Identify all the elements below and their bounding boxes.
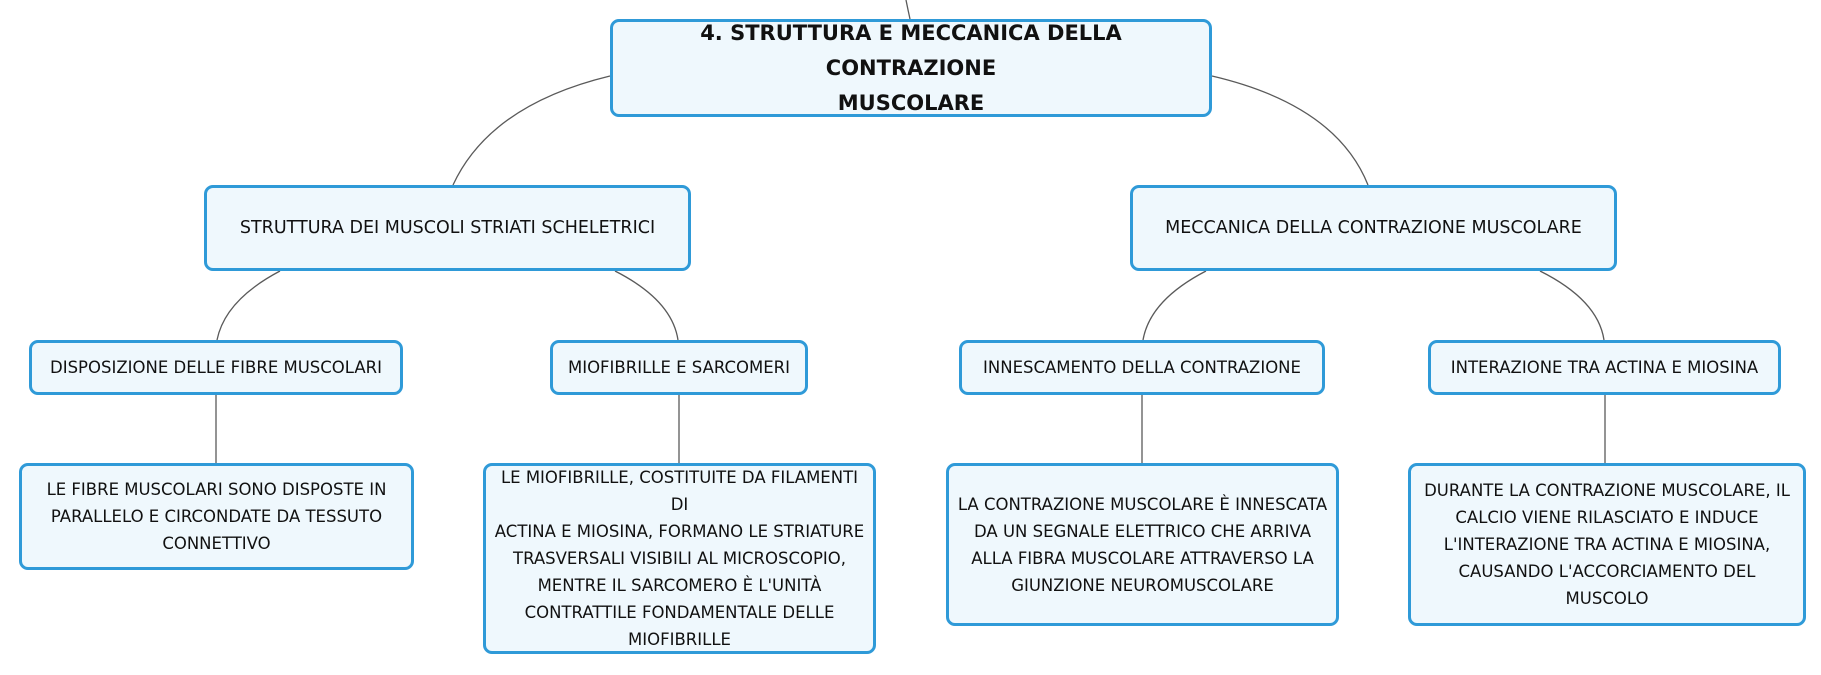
branch-node-struttura[interactable]: STRUTTURA DEI MUSCOLI STRIATI SCHELETRIC…: [204, 185, 691, 271]
detail-line: LA CONTRAZIONE MUSCOLARE È INNESCATA: [957, 494, 1328, 514]
detail-text: LE FIBRE MUSCOLARI SONO DISPOSTE IN PARA…: [47, 476, 387, 557]
detail-line: LE MIOFIBRILLE, COSTITUITE DA FILAMENTI …: [500, 468, 859, 514]
topic-label: INTERAZIONE TRA ACTINA E MIOSINA: [1450, 357, 1759, 377]
root-topic-text: 4. STRUTTURA E MECCANICA DELLA CONTRAZIO…: [619, 16, 1203, 121]
detail-line: GIUNZIONE NEUROMUSCOLARE: [1011, 575, 1274, 595]
detail-line: TRASVERSALI VISIBILI AL MICROSCOPIO,: [513, 549, 846, 568]
connector-root-to-branch-right: [1211, 75, 1369, 186]
detail-line: MENTRE IL SARCOMERO È L'UNITÀ: [537, 576, 822, 595]
detail-node-interazione-actina-miosina[interactable]: DURANTE LA CONTRAZIONE MUSCOLARE, IL CAL…: [1408, 463, 1806, 626]
branch-label: STRUTTURA DEI MUSCOLI STRIATI SCHELETRIC…: [239, 218, 656, 238]
detail-line: DURANTE LA CONTRAZIONE MUSCOLARE, IL: [1424, 481, 1790, 500]
detail-node-miofibrille-sarcomeri[interactable]: LE MIOFIBRILLE, COSTITUITE DA FILAMENTI …: [483, 463, 876, 654]
detail-line: MIOFIBRILLE: [628, 630, 731, 649]
topic-label: DISPOSIZIONE DELLE FIBRE MUSCOLARI: [50, 357, 382, 377]
connector-root-to-branch-left: [452, 75, 611, 186]
connector-branch-right-to-topic-4: [1539, 270, 1605, 341]
connector-branch-right-to-topic-3: [1142, 270, 1207, 341]
detail-line: ALLA FIBRA MUSCOLARE ATTRAVERSO LA: [971, 548, 1314, 568]
detail-line: LE FIBRE MUSCOLARI SONO DISPOSTE IN: [46, 480, 387, 499]
topic-node-interazione-actina-miosina[interactable]: INTERAZIONE TRA ACTINA E MIOSINA: [1428, 340, 1781, 395]
detail-text: DURANTE LA CONTRAZIONE MUSCOLARE, IL CAL…: [1424, 477, 1790, 612]
connector-branch-left-to-topic-2: [614, 270, 679, 341]
topic-label: MIOFIBRILLE E SARCOMERI: [567, 357, 791, 377]
detail-line: ACTINA E MIOSINA, FORMANO LE STRIATURE: [494, 522, 865, 541]
root-topic-line: 4. STRUTTURA E MECCANICA DELLA CONTRAZIO…: [700, 20, 1122, 80]
detail-line: CAUSANDO L'ACCORCIAMENTO DEL: [1458, 562, 1756, 581]
detail-line: CONNETTIVO: [162, 534, 271, 553]
topic-node-disposizione-fibre[interactable]: DISPOSIZIONE DELLE FIBRE MUSCOLARI: [29, 340, 403, 395]
topic-label: INNESCAMENTO DELLA CONTRAZIONE: [983, 357, 1301, 377]
detail-text: LA CONTRAZIONE MUSCOLARE È INNESCATA DA …: [958, 491, 1327, 599]
detail-line: MUSCOLO: [1565, 589, 1649, 608]
detail-node-disposizione-fibre[interactable]: LE FIBRE MUSCOLARI SONO DISPOSTE IN PARA…: [19, 463, 414, 570]
branch-node-meccanica[interactable]: MECCANICA DELLA CONTRAZIONE MUSCOLARE: [1130, 185, 1617, 271]
branch-label: MECCANICA DELLA CONTRAZIONE MUSCOLARE: [1165, 218, 1582, 238]
connector-branch-left-to-topic-1: [216, 270, 281, 341]
detail-text: LE MIOFIBRILLE, COSTITUITE DA FILAMENTI …: [490, 464, 869, 653]
detail-line: PARALLELO E CIRCONDATE DA TESSUTO: [50, 507, 383, 526]
detail-line: CALCIO VIENE RILASCIATO E INDUCE: [1455, 508, 1759, 527]
detail-node-innescamento[interactable]: LA CONTRAZIONE MUSCOLARE È INNESCATA DA …: [946, 463, 1339, 626]
root-topic-line: MUSCOLARE: [837, 90, 985, 115]
connector-parent-to-root: [905, 0, 911, 20]
topic-node-innescamento[interactable]: INNESCAMENTO DELLA CONTRAZIONE: [959, 340, 1325, 395]
topic-node-miofibrille-sarcomeri[interactable]: MIOFIBRILLE E SARCOMERI: [550, 340, 808, 395]
root-topic-node[interactable]: 4. STRUTTURA E MECCANICA DELLA CONTRAZIO…: [610, 19, 1212, 117]
detail-line: L'INTERAZIONE TRA ACTINA E MIOSINA,: [1443, 535, 1771, 554]
detail-line: CONTRATTILE FONDAMENTALE DELLE: [524, 603, 835, 622]
detail-line: DA UN SEGNALE ELETTRICO CHE ARRIVA: [974, 521, 1311, 541]
